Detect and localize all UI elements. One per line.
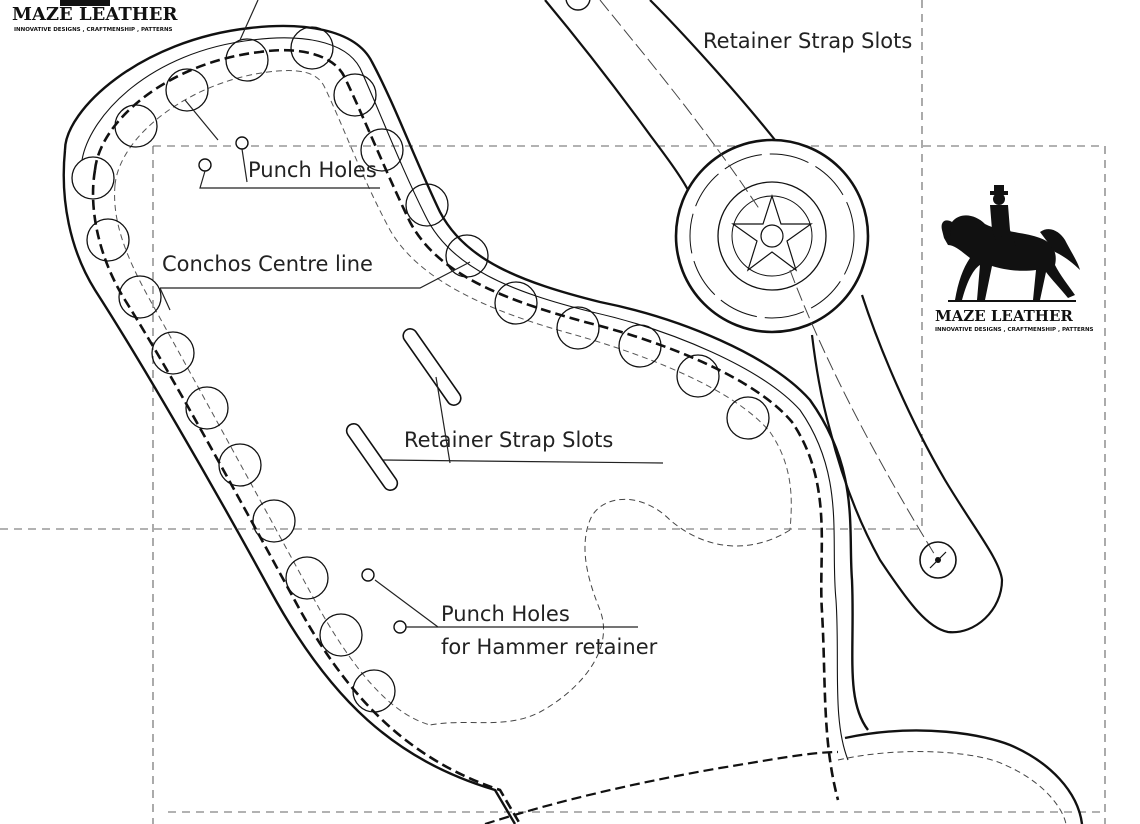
retainer-strap-centre-line [599,0,939,561]
label-punch-holes-hammer-1: Punch Holes [441,602,570,626]
retainer-strap-top-hole [565,0,591,11]
conchos-stitch-line-left [91,169,522,824]
holster-outer-outline [62,24,869,824]
label-retainer-strap-slots: Retainer Strap Slots [404,428,613,452]
lower-pouch-outline [844,729,1084,824]
label-punch-holes-hammer-2: for Hammer retainer [441,635,658,659]
retainer-strap-concho-outer [674,138,870,334]
leader-lines [159,0,664,628]
star-icon [731,194,813,272]
trigger-guard-outline [429,498,791,726]
holster-inner-fold-line [114,70,792,531]
horse-rider-icon [941,185,1080,302]
label-punch-holes: Punch Holes [248,158,377,182]
label-retainer-strap-slots-top: Retainer Strap Slots [703,29,912,53]
retainer-strap [544,0,1004,634]
concho-holes [71,26,770,713]
label-conchos-centre-line: Conchos Centre line [162,252,373,276]
retainer-strap-concho-inner [717,181,827,291]
page-boundaries [0,0,1106,824]
brand-tagline-top: INNOVATIVE DESIGNS , CRAFTMENSHIP , PATT… [14,27,173,33]
lower-pouch-inner [837,751,1067,824]
holster-inner-fold-line-left [114,184,431,726]
retainer-strap-concho-ring [689,153,855,319]
retainer-strap-concho-center [760,224,784,248]
holster-body [62,24,1084,824]
conchos-stitch-line [93,48,840,801]
retainer-strap-snap-hole [919,541,957,579]
brand-name-top: MAZE LEATHER [12,4,178,25]
brand-tagline-right: INNOVATIVE DESIGNS , CRAFTMENSHIP , PATT… [935,327,1094,333]
brand-logo-right: MAZE LEATHER INNOVATIVE DESIGNS , CRAFTM… [935,185,1094,333]
brand-name-right: MAZE LEATHER [935,307,1073,325]
retainer-slots [345,328,462,492]
brand-logo-top-left: MAZE LEATHER INNOVATIVE DESIGNS , CRAFTM… [12,0,178,33]
punch-holes [198,136,407,634]
lower-pouch-heavy [484,750,839,824]
